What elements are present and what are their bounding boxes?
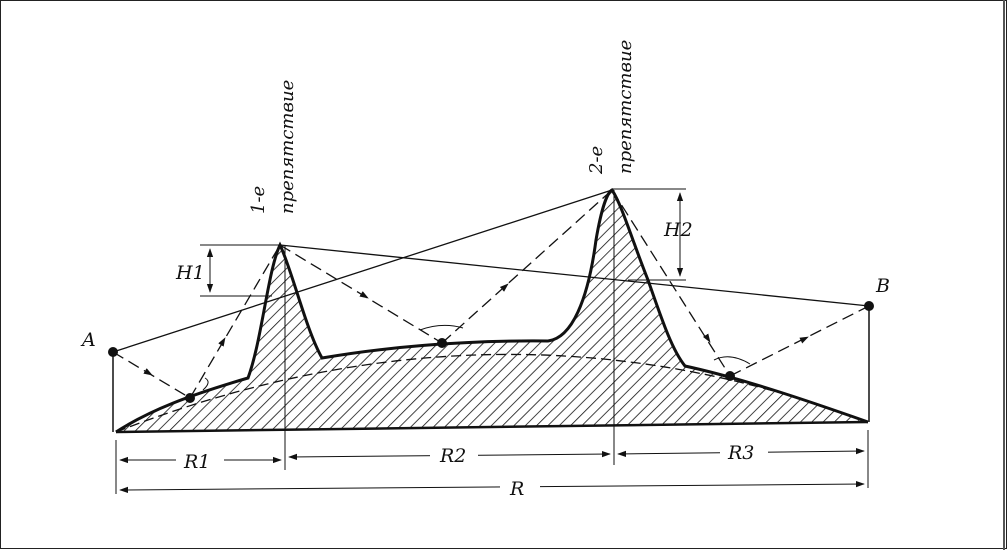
obstacle2-label-line2: препятствие [615, 40, 636, 174]
obstacle2-label-line1: 2-е [586, 146, 607, 175]
point-a-label: A [80, 329, 96, 351]
ray-peak2-to-refl3 [611, 189, 731, 377]
reflection-point-3 [725, 371, 735, 381]
h1-label: H1 [175, 262, 205, 284]
terrain-outline [115, 188, 869, 434]
point-b-label: B [875, 275, 890, 297]
r-dimension [119, 480, 865, 494]
angle-arc-1 [202, 377, 209, 391]
angle-arc-2 [419, 324, 464, 331]
r-label: R [509, 478, 524, 500]
ray-peak1-to-b [279, 244, 870, 307]
ray-refl2-to-peak2 [441, 189, 613, 344]
terrain-profile [116, 190, 868, 432]
ray-refl1-to-peak1 [189, 244, 281, 399]
ray-refl3-to-b [729, 305, 870, 377]
obstacle1-label-line1: 1-е [248, 186, 269, 214]
point-a-dot [108, 347, 118, 357]
r2-label: R2 [439, 445, 466, 467]
angle-arc-3 [713, 356, 751, 365]
baseline [115, 420, 869, 434]
reflection-point-1 [185, 393, 195, 403]
ray-a-to-refl1 [112, 351, 191, 399]
r1-label: R1 [183, 451, 210, 473]
r3-label: R3 [727, 442, 754, 464]
ray-a-to-peak2 [112, 189, 613, 353]
h2-label: H2 [663, 219, 693, 241]
point-b-dot [864, 301, 874, 311]
reflection-point-2 [437, 338, 447, 348]
obstacle1-label-line2: препятствие [277, 80, 298, 214]
